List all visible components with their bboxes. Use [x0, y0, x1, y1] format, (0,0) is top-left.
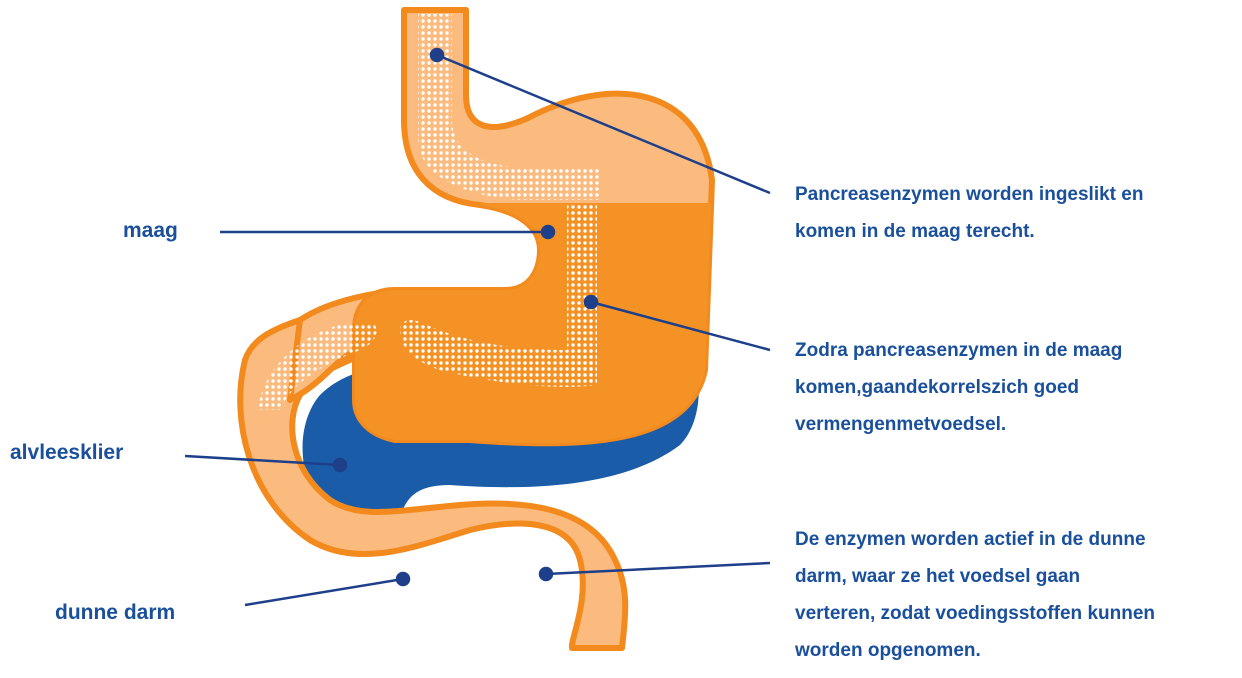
note-mixing: Zodra pancreasenzymen in de maag komen,g… — [795, 332, 1242, 443]
note-active-line-3: verteren, zodat voedingsstoffen kunnen — [795, 595, 1242, 632]
leader-dot-mixing — [585, 296, 597, 308]
note-active-line-1: De enzymen worden actief in de dunne — [795, 521, 1242, 558]
note-swallowed: Pancreasenzymen worden ingeslikt en kome… — [795, 176, 1242, 250]
label-dunne-darm: dunne darm — [55, 601, 175, 625]
leader-dot-active — [540, 568, 552, 580]
note-active-line-4: worden opgenomen. — [795, 632, 1242, 669]
leader-dot-alvleesklier — [334, 459, 346, 471]
leader-dot-dunne-darm — [397, 573, 409, 585]
note-mixing-line-1: Zodra pancreasenzymen in de maag — [795, 332, 1242, 369]
note-swallowed-line-2: komen in de maag terecht. — [795, 213, 1242, 250]
label-alvleesklier: alvleesklier — [10, 441, 123, 465]
leader-dot-swallowed — [431, 49, 443, 61]
note-active-line-2: darm, waar ze het voedsel gaan — [795, 558, 1242, 595]
note-mixing-line-2: komen,gaandekorrelszich goed — [795, 369, 1242, 406]
note-swallowed-line-1: Pancreasenzymen worden ingeslikt en — [795, 176, 1242, 213]
leader-dot-maag — [542, 226, 554, 238]
note-mixing-line-3: vermengenmetvoedsel. — [795, 406, 1242, 443]
note-active: De enzymen worden actief in de dunne dar… — [795, 521, 1242, 669]
label-maag: maag — [123, 219, 178, 243]
leader-line-dunne-darm — [245, 579, 403, 605]
